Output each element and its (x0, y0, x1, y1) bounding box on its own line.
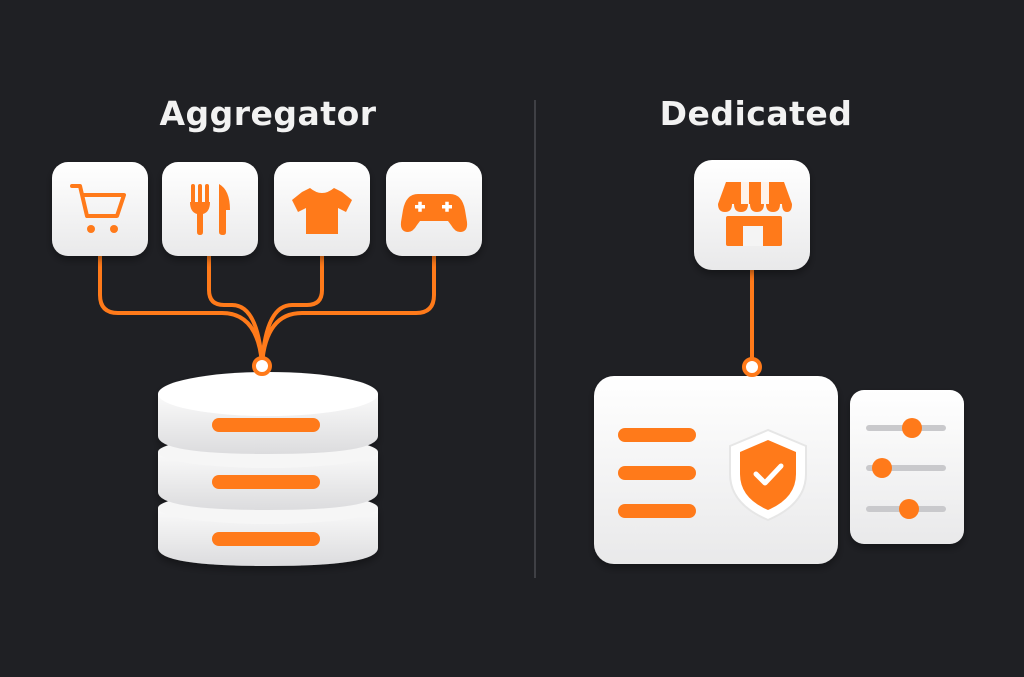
dedicated-junction-node (742, 357, 762, 377)
dashboard-bars (618, 428, 696, 518)
shield-check-icon (729, 428, 807, 522)
storefront-icon (718, 182, 792, 246)
fork-knife-icon (190, 184, 230, 235)
settings-sliders-icon (866, 418, 946, 519)
aggregator-title: Aggregator (159, 94, 377, 133)
aggregator-junction-node (252, 356, 272, 376)
gamepad-icon (400, 194, 468, 232)
tshirt-icon (292, 188, 352, 234)
storefront-tile (694, 160, 810, 270)
dedicated-title: Dedicated (659, 94, 853, 133)
cart-icon (70, 184, 126, 233)
database-bars (212, 418, 320, 546)
food-tile (162, 162, 258, 256)
cart-tile (52, 162, 148, 256)
aggregator-connectors (98, 253, 436, 366)
